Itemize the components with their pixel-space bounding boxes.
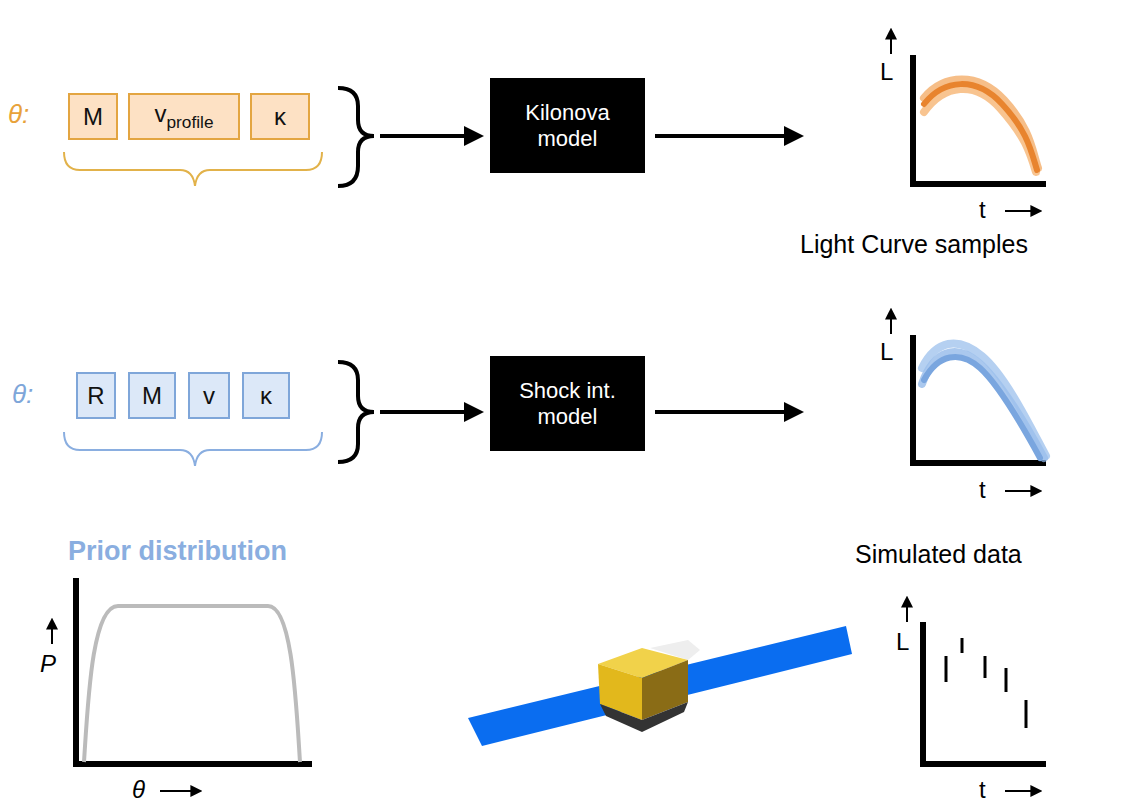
box-text: M	[142, 382, 162, 410]
axis-arrow	[906, 598, 908, 622]
under-brace	[64, 152, 322, 186]
arrow	[380, 410, 480, 414]
box-text: Kilonova model	[503, 100, 633, 152]
parameter-symbol: θ:	[8, 100, 29, 130]
axis-arrow	[51, 620, 53, 644]
parameter-box: vprofile	[128, 93, 240, 140]
model-box: Shock int. model	[490, 356, 645, 451]
axis-arrow	[890, 310, 892, 334]
axis-arrow	[890, 30, 892, 54]
chart-axes	[76, 578, 312, 764]
axis-label: t	[979, 776, 986, 804]
satellite-body	[600, 702, 688, 732]
box-label: Shock int. model	[519, 378, 616, 429]
axis-label: L	[880, 338, 893, 366]
axis-label: P	[40, 650, 56, 678]
box-label: κ	[260, 382, 272, 409]
error-bars	[946, 638, 1026, 728]
parameter-box: κ	[250, 93, 310, 140]
axis-label: t	[979, 476, 986, 504]
chart-axes	[913, 55, 1046, 184]
axis-arrow	[1005, 790, 1040, 792]
arrow	[655, 134, 800, 138]
arrow	[655, 410, 800, 414]
box-label: v	[203, 382, 215, 409]
axis-label: θ	[132, 776, 145, 804]
under-brace	[64, 432, 322, 466]
parameter-box: R	[76, 372, 116, 419]
parameter-box: v	[188, 372, 230, 419]
axis-arrow	[160, 790, 200, 792]
axis-label: t	[979, 196, 986, 224]
arrow	[380, 134, 480, 138]
parameter-box: κ	[242, 372, 290, 419]
light-curve	[922, 352, 1044, 458]
parameter-symbol: θ:	[12, 380, 33, 410]
chart-axes	[913, 335, 1046, 463]
light-curve	[924, 84, 1037, 170]
prior-curve	[84, 606, 300, 762]
light-curve	[924, 357, 1040, 458]
plot-caption: Prior distribution	[68, 536, 287, 567]
box-label: R	[87, 382, 104, 409]
model-box: Kilonova model	[490, 78, 645, 173]
axis-arrow	[1005, 210, 1040, 212]
plot-caption: Light Curve samples	[800, 230, 1028, 259]
box-text: v	[203, 382, 215, 410]
box-text: Shock int. model	[503, 378, 633, 430]
box-text: κ	[260, 382, 272, 410]
axis-arrow	[1005, 490, 1040, 492]
parameter-box: M	[128, 372, 176, 419]
curly-brace	[338, 88, 374, 186]
box-label: Kilonova model	[525, 100, 609, 151]
box-label: v	[154, 100, 166, 127]
box-label: κ	[274, 103, 286, 130]
axis-label: L	[896, 628, 909, 656]
box-text: R	[87, 382, 104, 410]
chart-axes	[923, 622, 1046, 764]
box-text: vprofile	[154, 100, 213, 133]
axis-label: L	[880, 58, 893, 86]
box-label: M	[83, 103, 103, 130]
plot-caption: Simulated data	[855, 540, 1022, 569]
box-text: κ	[274, 103, 286, 131]
parameter-box: M	[68, 93, 118, 140]
subscript-text: profile	[166, 112, 213, 132]
solar-panel	[468, 626, 852, 746]
box-text: M	[83, 103, 103, 131]
box-label: M	[142, 382, 162, 409]
curly-brace	[338, 362, 374, 462]
